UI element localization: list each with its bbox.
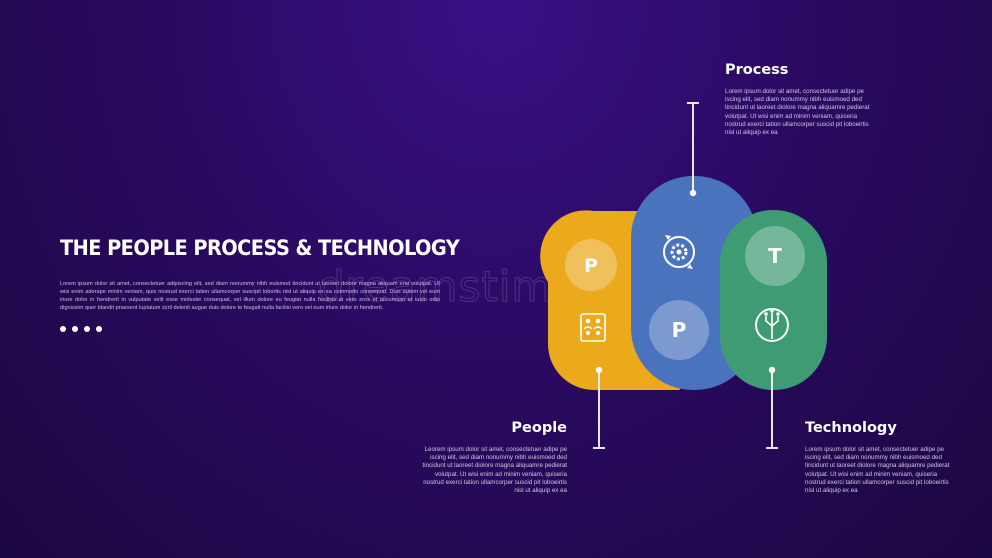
dot-4[interactable] — [96, 326, 102, 332]
technology-body: Lorem ipsum dolor sit amet, consectetuer… — [805, 446, 950, 495]
dot-3[interactable] — [84, 326, 90, 332]
circuit-tree-icon — [755, 308, 789, 342]
process-letter-circle — [649, 300, 709, 360]
technology-letter: T — [768, 244, 782, 268]
process-title: Process — [725, 62, 789, 78]
technology-capsule — [720, 210, 827, 390]
technology-connector — [766, 366, 778, 449]
process-body: Lorem ipsum dolor sit amet, consectetuer… — [725, 88, 870, 137]
people-letter: P — [584, 255, 598, 277]
people-grid-icon — [580, 313, 606, 342]
people-letter-circle — [565, 239, 617, 291]
technology-title: Technology — [805, 420, 897, 436]
gear-cycle-icon — [663, 235, 695, 269]
watermark: dreamstime — [317, 262, 581, 312]
page-title: THE PEOPLE PROCESS & TECHNOLOGY — [60, 236, 460, 260]
technology-letter-circle — [745, 226, 805, 286]
page-description: Lorem ipsum dolor sit amet, consectetuer… — [60, 281, 440, 312]
process-connector — [687, 102, 699, 197]
people-title: People — [511, 420, 567, 436]
process-letter: P — [672, 318, 687, 342]
pagination-dots[interactable] — [60, 326, 102, 332]
dot-1[interactable] — [60, 326, 66, 332]
people-body: Leorem ipsum dolor sit amet, consectetue… — [422, 446, 567, 495]
people-connector — [593, 366, 605, 449]
dot-2[interactable] — [72, 326, 78, 332]
